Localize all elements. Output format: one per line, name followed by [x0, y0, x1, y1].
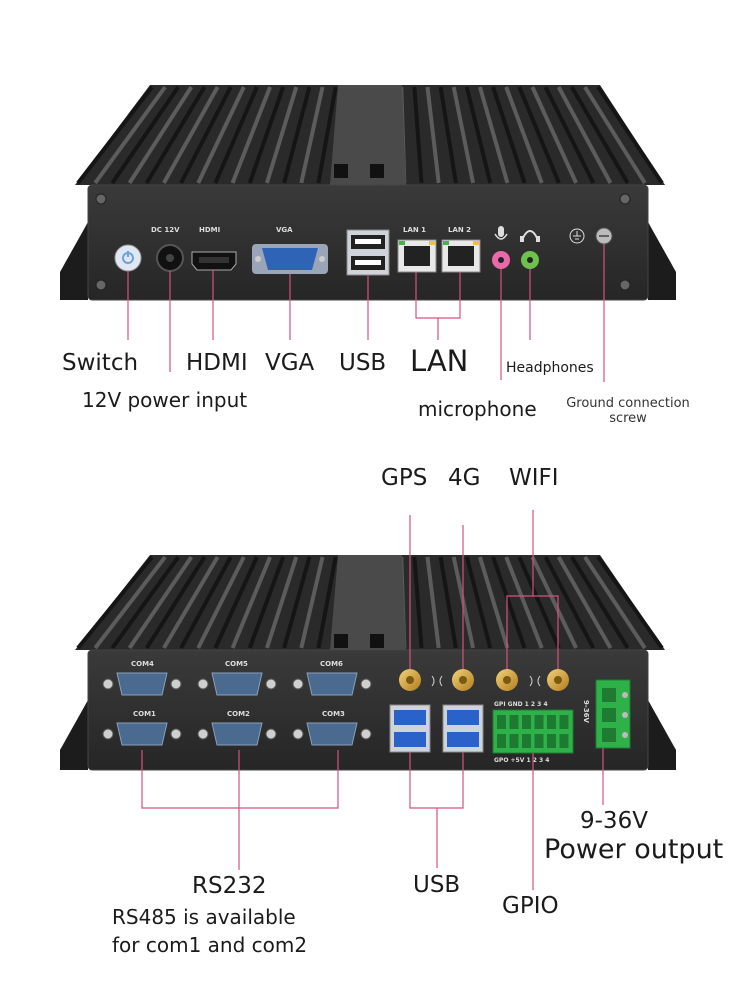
lan1-port-mark: LAN 1: [403, 226, 426, 234]
gpio-bottom-mark: GPO +5V 1 2 3 4: [494, 757, 549, 764]
microphone-jack[interactable]: [492, 251, 510, 269]
rs485-line1: RS485 is available: [112, 905, 296, 929]
gpio-top-mark: GPI GND 1 2 3 4: [494, 701, 548, 708]
switch-label: Switch: [62, 350, 139, 376]
gps-antenna-connector[interactable]: [399, 669, 421, 691]
usb-label-top: USB: [339, 350, 387, 376]
com5-port[interactable]: [197, 672, 277, 696]
ground-label-line1: Ground connection: [566, 396, 690, 411]
bottom-callout-lines: [141, 510, 604, 890]
ground-label: Ground connection screw: [562, 396, 694, 426]
hdmi-label: HDMI: [186, 350, 248, 376]
bottom-usb-ports-right[interactable]: [442, 704, 484, 753]
com3-port[interactable]: [292, 722, 372, 746]
microphone-label: microphone: [418, 397, 537, 421]
ground-icon: [569, 228, 585, 244]
lan2-port-mark: LAN 2: [448, 226, 471, 234]
power-output-terminal[interactable]: [595, 679, 631, 749]
vga-label: VGA: [265, 350, 315, 376]
wireless-icon: [431, 675, 541, 687]
ground-screw[interactable]: [595, 227, 613, 245]
com1-port[interactable]: [102, 722, 182, 746]
com1-mark: COM1: [133, 710, 156, 718]
hdmi-port-mark: HDMI: [199, 226, 220, 234]
lan1-port[interactable]: [397, 239, 437, 273]
headphones-label: Headphones: [506, 360, 594, 376]
4g-label: 4G: [448, 465, 481, 491]
lan2-port[interactable]: [441, 239, 481, 273]
headphone-jack[interactable]: [521, 251, 539, 269]
wifi-antenna-connector-1[interactable]: [496, 669, 518, 691]
voltage-label: 9-36V: [580, 808, 648, 834]
dc-power-jack[interactable]: [156, 244, 184, 272]
power-switch[interactable]: [114, 244, 142, 272]
vga-port-mark: VGA: [276, 226, 293, 234]
wifi-antenna-connector-2[interactable]: [547, 669, 569, 691]
com2-port[interactable]: [197, 722, 277, 746]
rs232-label: RS232: [192, 873, 267, 899]
bottom-usb-ports-left[interactable]: [389, 704, 431, 753]
com6-port[interactable]: [292, 672, 372, 696]
com6-mark: COM6: [320, 660, 343, 668]
com4-mark: COM4: [131, 660, 154, 668]
bottom-device: COM4 COM5 COM6 COM1 COM2 COM3: [60, 555, 676, 771]
top-device: DC 12V HDMI VGA LAN 1 LAN 2: [60, 85, 676, 301]
gps-label: GPS: [381, 465, 428, 491]
ground-label-line2: screw: [609, 411, 647, 426]
power-input-label: 12V power input: [82, 388, 248, 412]
vga-port[interactable]: [252, 244, 328, 274]
gpio-terminal-block[interactable]: [492, 709, 574, 754]
rs485-line2: for com1 and com2: [112, 933, 308, 957]
power-rating-mark: 9-36V: [582, 700, 590, 724]
dc-port-mark: DC 12V: [151, 226, 180, 234]
power-output-label: Power output: [544, 834, 724, 865]
com5-mark: COM5: [225, 660, 248, 668]
usb-label-bottom: USB: [413, 872, 461, 898]
top-right-flange: [648, 222, 676, 300]
lan-label: LAN: [410, 344, 469, 378]
com2-mark: COM2: [227, 710, 250, 718]
microphone-icon: [494, 226, 508, 240]
top-heatsink-fins: [76, 85, 664, 185]
com4-port[interactable]: [102, 672, 182, 696]
top-callout-lines: [127, 244, 605, 382]
wifi-label: WIFI: [509, 465, 559, 491]
top-center-channel: [330, 85, 406, 185]
gpio-label: GPIO: [502, 893, 559, 919]
headphones-icon: [520, 230, 540, 242]
hdmi-port[interactable]: [191, 251, 237, 271]
com3-mark: COM3: [322, 710, 345, 718]
bottom-center-channel: [330, 555, 406, 650]
top-usb-ports[interactable]: [346, 229, 390, 276]
4g-antenna-connector[interactable]: [452, 669, 474, 691]
top-left-flange: [60, 222, 88, 300]
